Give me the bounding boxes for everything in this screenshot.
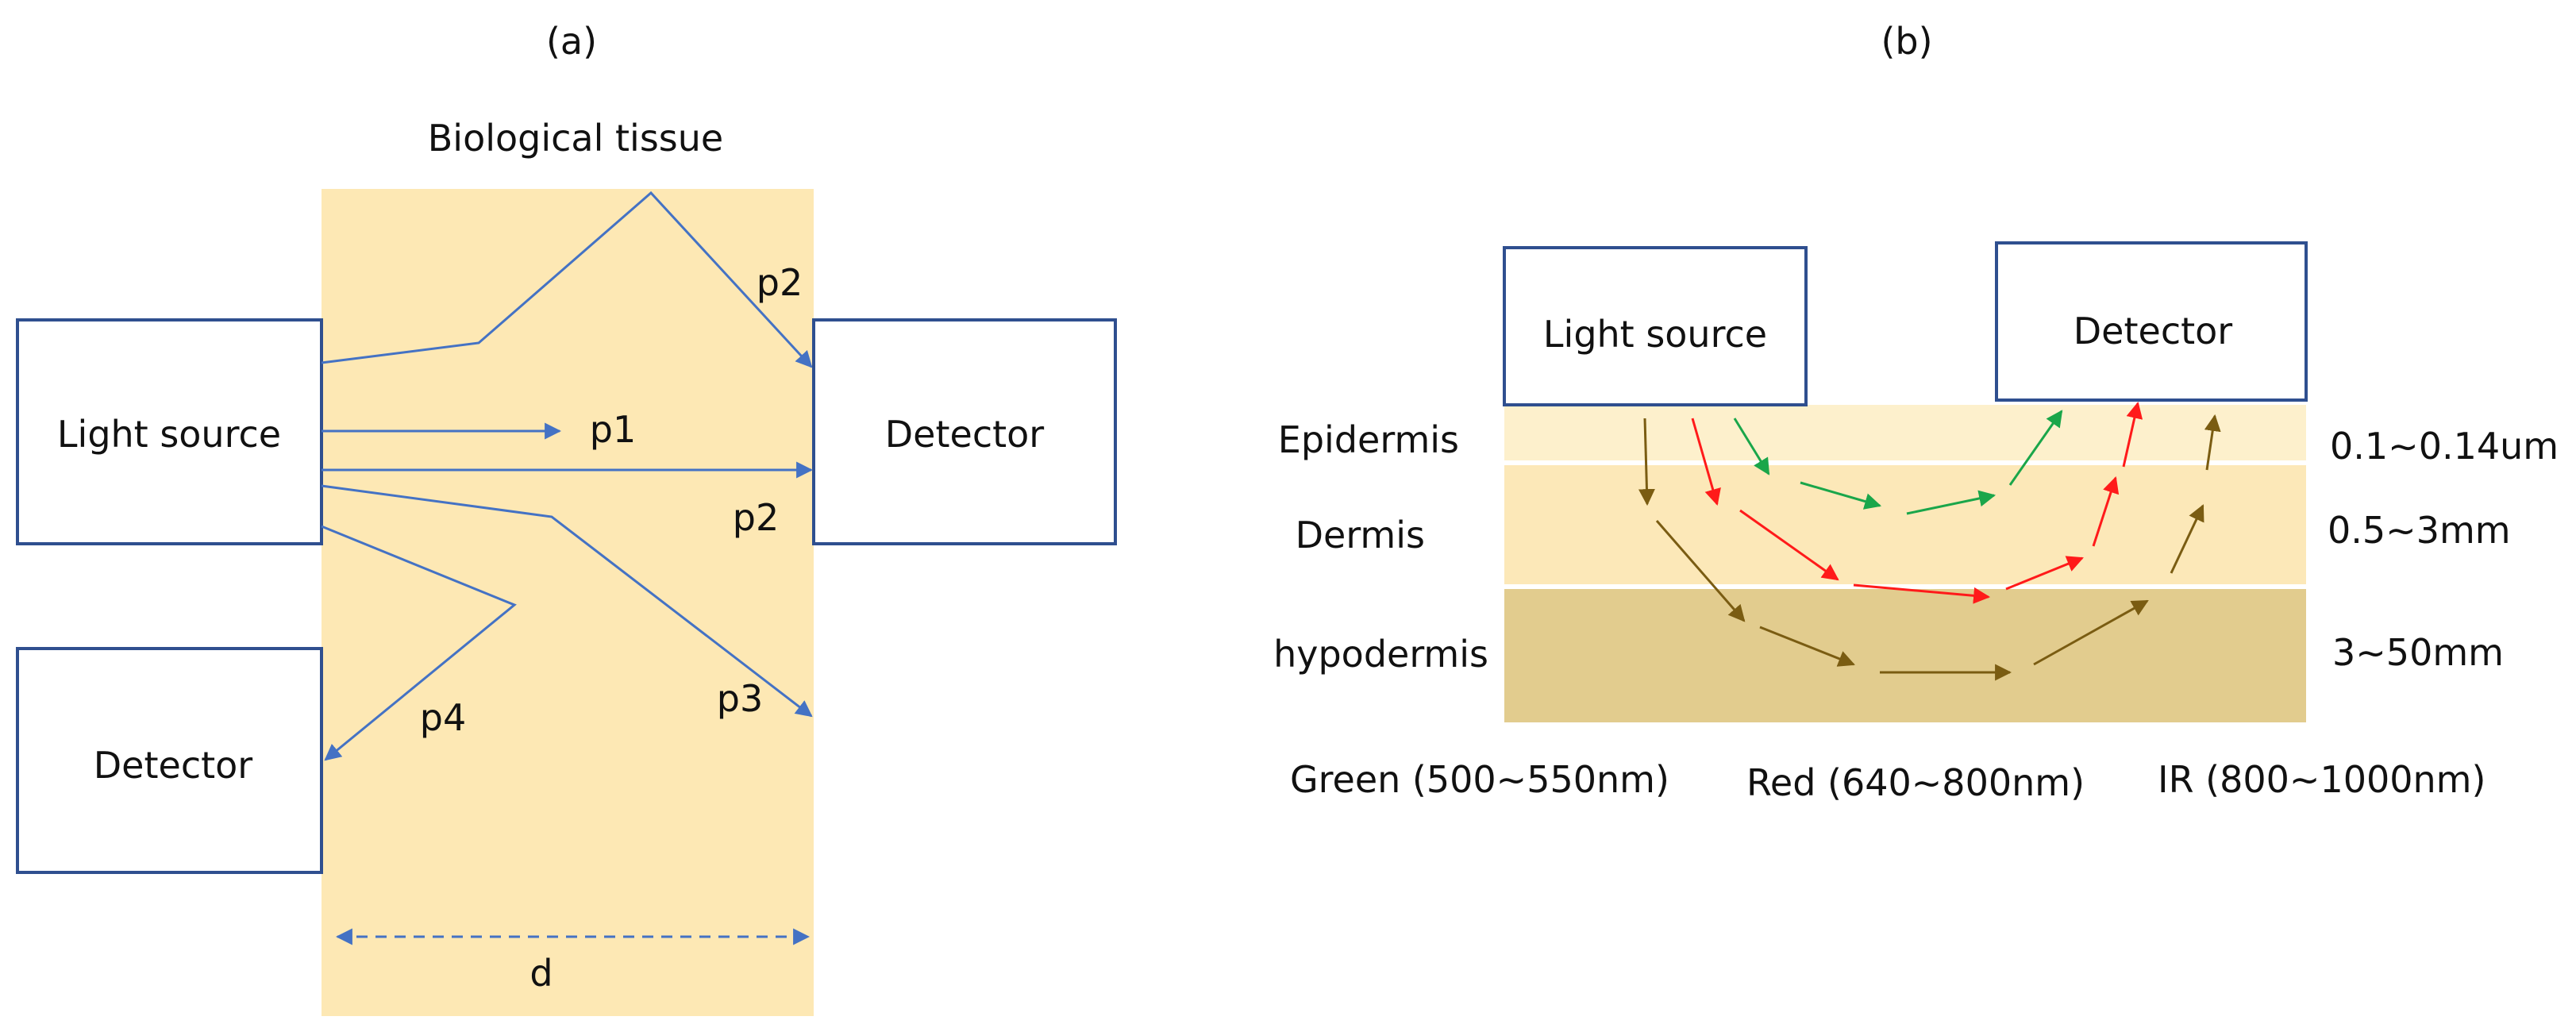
- tissue-label: Biological tissue: [428, 117, 723, 160]
- layer-thickness-hypodermis: 3~50mm: [2332, 631, 2504, 674]
- detector-label-b: Detector: [2074, 310, 2233, 352]
- ir-light-path: [1638, 414, 2221, 681]
- light-source-box: [16, 318, 323, 545]
- legend-red: Red (640~800nm): [1746, 761, 2085, 804]
- path-p3-label: p3: [717, 677, 763, 720]
- red-light-path: [1691, 401, 2143, 604]
- layer-thickness-epidermis: 0.1~0.14um: [2330, 425, 2559, 468]
- path-p1-label: p1: [590, 408, 636, 451]
- legend-ir: IR (800~1000nm): [2158, 758, 2486, 801]
- detector-bottom-label: Detector: [94, 744, 253, 787]
- path-p4: [321, 525, 517, 761]
- light-source-label: Light source: [57, 413, 281, 456]
- panel-a-label: (a): [546, 20, 597, 63]
- panel-a: (a) Biological tissue Light source Detec…: [16, 20, 1117, 1016]
- path-p2-mid-label: p2: [733, 496, 779, 539]
- epidermis-layer: [1504, 405, 2306, 460]
- hypodermis-layer: [1504, 589, 2306, 722]
- detector-box-b: [1995, 241, 2308, 402]
- light-source-box-b: [1503, 246, 1808, 406]
- layer-name-epidermis: Epidermis: [1278, 418, 1459, 461]
- light-source-label-b: Light source: [1543, 313, 1767, 356]
- legend-green: Green (500~550nm): [1290, 758, 1669, 801]
- detector-right-box: [812, 318, 1117, 545]
- path-p2-top-label: p2: [757, 261, 803, 304]
- detector-right-label: Detector: [885, 413, 1045, 456]
- distance-label: d: [529, 952, 553, 995]
- path-p4-label: p4: [420, 696, 466, 739]
- dermis-layer: [1504, 465, 2306, 584]
- layer-thickness-dermis: 0.5~3mm: [2328, 509, 2511, 552]
- biological-tissue-region: [322, 189, 814, 1016]
- green-light-path: [1733, 410, 2063, 515]
- panel-b: (b) Light source Detector Epidermis Derm…: [1273, 20, 2559, 804]
- layer-name-dermis: Dermis: [1296, 514, 1425, 556]
- path-p2-scattered: [321, 191, 813, 368]
- layer-name-hypodermis: hypodermis: [1273, 633, 1488, 676]
- detector-bottom-box: [16, 647, 323, 874]
- path-p3: [321, 484, 813, 718]
- panel-b-label: (b): [1881, 20, 1932, 63]
